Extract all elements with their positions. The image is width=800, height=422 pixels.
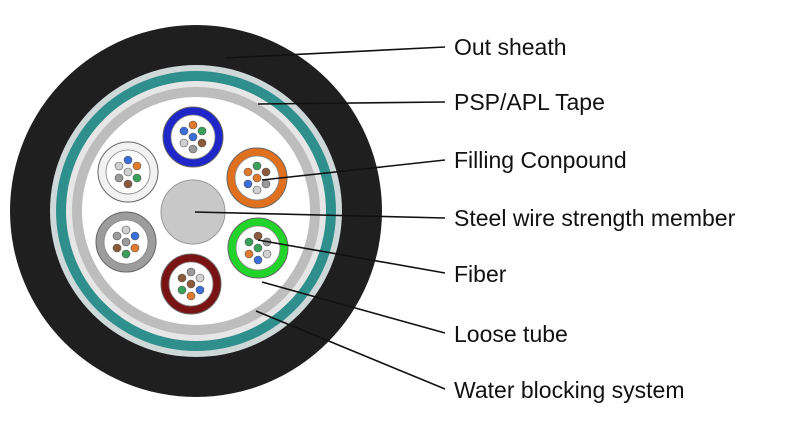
green-tube <box>227 217 289 279</box>
label-water-blocking: Water blocking system <box>454 377 685 403</box>
fiber <box>132 173 142 183</box>
fiber <box>112 243 122 253</box>
label-psp-apl-tape: PSP/APL Tape <box>454 89 605 115</box>
fiber <box>252 173 262 183</box>
fiber <box>123 179 133 189</box>
fiber <box>261 179 271 189</box>
fiber <box>197 138 207 148</box>
loose-tubes-group <box>95 106 289 315</box>
fiber <box>252 185 262 195</box>
fiber <box>253 243 263 253</box>
leader-line-fiber <box>257 239 446 274</box>
fiber <box>244 237 254 247</box>
label-steel-wire: Steel wire strength member <box>454 205 736 231</box>
leader-line-water-blocking <box>255 310 446 390</box>
fiber <box>244 249 254 259</box>
fiber <box>130 243 140 253</box>
fiber <box>123 155 133 165</box>
fiber <box>121 225 131 235</box>
fiber <box>195 285 205 295</box>
leader-line-psp-apl-tape <box>257 101 446 105</box>
fiber <box>253 255 263 265</box>
fiber <box>114 173 124 183</box>
gray-tube <box>95 211 157 273</box>
fiber <box>197 126 207 136</box>
leader-line-filling-compound <box>261 159 446 181</box>
fiber <box>261 167 271 177</box>
blue-tube <box>162 106 224 168</box>
fiber <box>186 291 196 301</box>
fiber <box>177 273 187 283</box>
fiber <box>121 237 131 247</box>
white-tube <box>97 141 159 203</box>
red-tube <box>160 253 222 315</box>
label-loose-tube: Loose tube <box>454 321 568 347</box>
fiber <box>188 132 198 142</box>
fiber <box>177 285 187 295</box>
cable-cross-section <box>10 25 382 397</box>
label-out-sheath: Out sheath <box>454 34 567 60</box>
fiber <box>186 279 196 289</box>
fiber <box>112 231 122 241</box>
fiber <box>132 161 142 171</box>
leader-lines <box>194 46 446 390</box>
fiber <box>179 138 189 148</box>
fiber <box>123 167 133 177</box>
fiber <box>262 249 272 259</box>
fiber <box>252 161 262 171</box>
label-fiber: Fiber <box>454 261 507 287</box>
fiber <box>188 144 198 154</box>
fiber <box>179 126 189 136</box>
fiber <box>195 273 205 283</box>
fiber <box>121 249 131 259</box>
labels: Out sheath PSP/APL Tape Filling Conpound… <box>454 34 736 403</box>
fiber <box>243 179 253 189</box>
label-filling-compound: Filling Conpound <box>454 147 627 173</box>
leader-line-steel-wire <box>194 211 446 219</box>
leader-line-loose-tube <box>261 281 446 334</box>
orange-tube <box>226 147 288 209</box>
leader-line-out-sheath <box>224 46 446 59</box>
fiber <box>253 231 263 241</box>
fiber <box>243 167 253 177</box>
fiber <box>188 120 198 130</box>
fiber <box>114 161 124 171</box>
fiber <box>186 267 196 277</box>
fiber <box>130 231 140 241</box>
